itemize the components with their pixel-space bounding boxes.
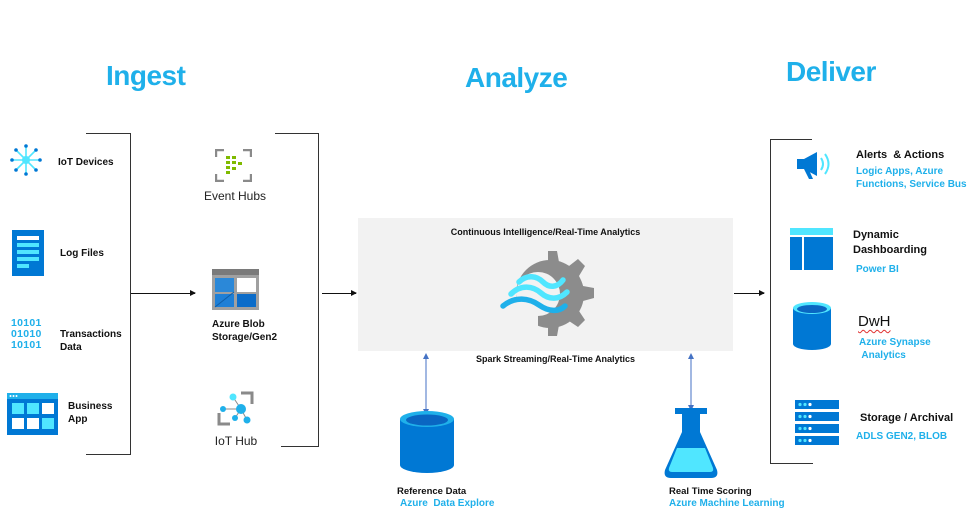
stage-title-ingest: Ingest [106,60,186,91]
storage-server-icon [795,400,839,446]
svg-text:10101: 10101 [11,339,42,351]
ingest-bracket-bottom [281,446,319,447]
iot-devices-icon [10,143,42,177]
flask-icon [663,408,719,480]
svg-text:10101: 10101 [11,317,42,329]
sources-bracket-top [86,133,130,134]
iot-hub-icon [217,391,255,427]
log-files-icon [12,230,44,276]
dashboard-icon [790,228,833,270]
scoring-service: Azure Machine Learning [669,498,785,509]
business-app-icon [7,393,58,435]
source-label: Business App [68,401,113,425]
megaphone-icon [795,149,835,181]
deliver-bracket-top [770,139,812,140]
warehouse-database-icon [793,302,831,350]
analytics-title: Continuous Intelligence/Real-Time Analyt… [450,227,641,237]
output-label-dwh: DwH [858,313,891,330]
source-label: Log Files [60,248,104,259]
event-hubs-icon [215,149,252,182]
output-service: ADLS GEN2, BLOB [856,431,948,442]
ingest-service-label: Event Hubs [203,189,267,203]
analytics-subtitle: Spark Streaming/Real-Time Analytics [476,354,636,364]
sources-to-ingest-arrow [131,290,196,296]
ingest-bracket-top [275,133,319,134]
sources-bracket-bottom [86,454,131,455]
reference-data-label: Reference Data [397,486,467,497]
stage-title-deliver: Deliver [786,56,876,87]
output-service: Logic Apps, Azure Functions, Service Bus [856,166,967,190]
analyze-to-deliver-arrow [734,290,765,296]
ingest-to-analyze-arrow [322,290,357,296]
source-label: Transactions Data [60,329,122,353]
deliver-bracket-bottom [770,463,813,464]
reference-data-service: Azure Data Explore [400,498,495,509]
source-label: IoT Devices [58,157,114,168]
deliver-bracket-vertical [770,139,771,464]
blob-storage-icon [212,269,259,310]
output-label: Alerts & Actions [856,149,945,161]
output-service: Power BI [856,264,899,275]
stage-title-analyze: Analyze [465,62,568,93]
ingest-service-label: Azure Blob Storage/Gen2 [212,319,278,343]
bidirectional-arrow-icon [688,353,694,411]
binary-data-icon: 10101 01010 10101 [11,317,51,351]
output-service: Azure Synapse Analytics [859,337,931,361]
stream-analytics-gear-icon [493,246,603,349]
sources-bracket-vertical [130,133,131,455]
ingest-service-label: IoT Hub [214,434,258,448]
output-label: Storage / Archival [860,412,954,424]
analytics-panel: Continuous Intelligence/Real-Time Analyt… [358,218,733,351]
output-label: Dynamic Dashboarding [853,229,927,256]
scoring-label: Real Time Scoring [669,486,752,497]
ingest-bracket-vertical [318,133,319,447]
bidirectional-arrow-icon [423,353,429,415]
svg-text:01010: 01010 [11,328,42,340]
database-icon [400,411,454,473]
